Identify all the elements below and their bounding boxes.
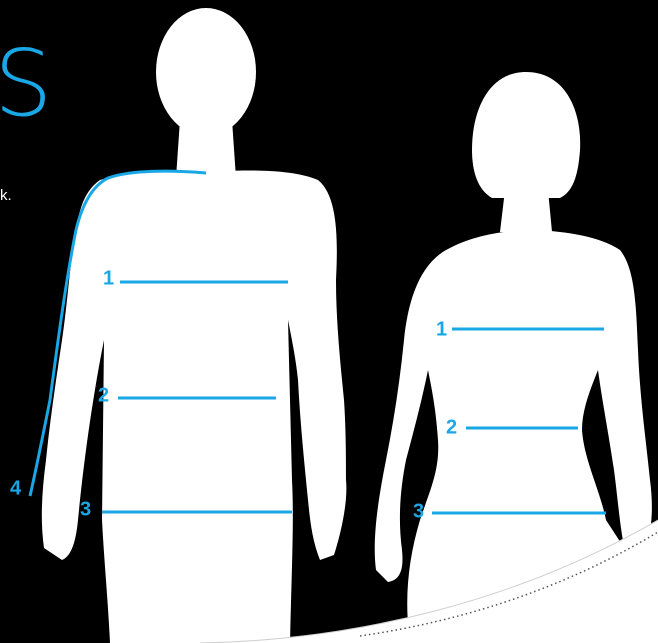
male-label-3: 3 — [80, 498, 91, 520]
male-label-1: 1 — [103, 267, 114, 289]
male-label-4: 4 — [10, 477, 22, 499]
male-silhouette — [42, 8, 347, 643]
male-label-2: 2 — [98, 384, 109, 406]
male-neck — [176, 120, 236, 178]
female-label-3: 3 — [413, 500, 424, 522]
male-head — [156, 8, 256, 136]
female-label-1: 1 — [436, 318, 447, 340]
male-body — [42, 170, 347, 643]
female-neck — [500, 190, 552, 232]
female-head — [472, 72, 580, 198]
female-label-2: 2 — [446, 416, 457, 438]
